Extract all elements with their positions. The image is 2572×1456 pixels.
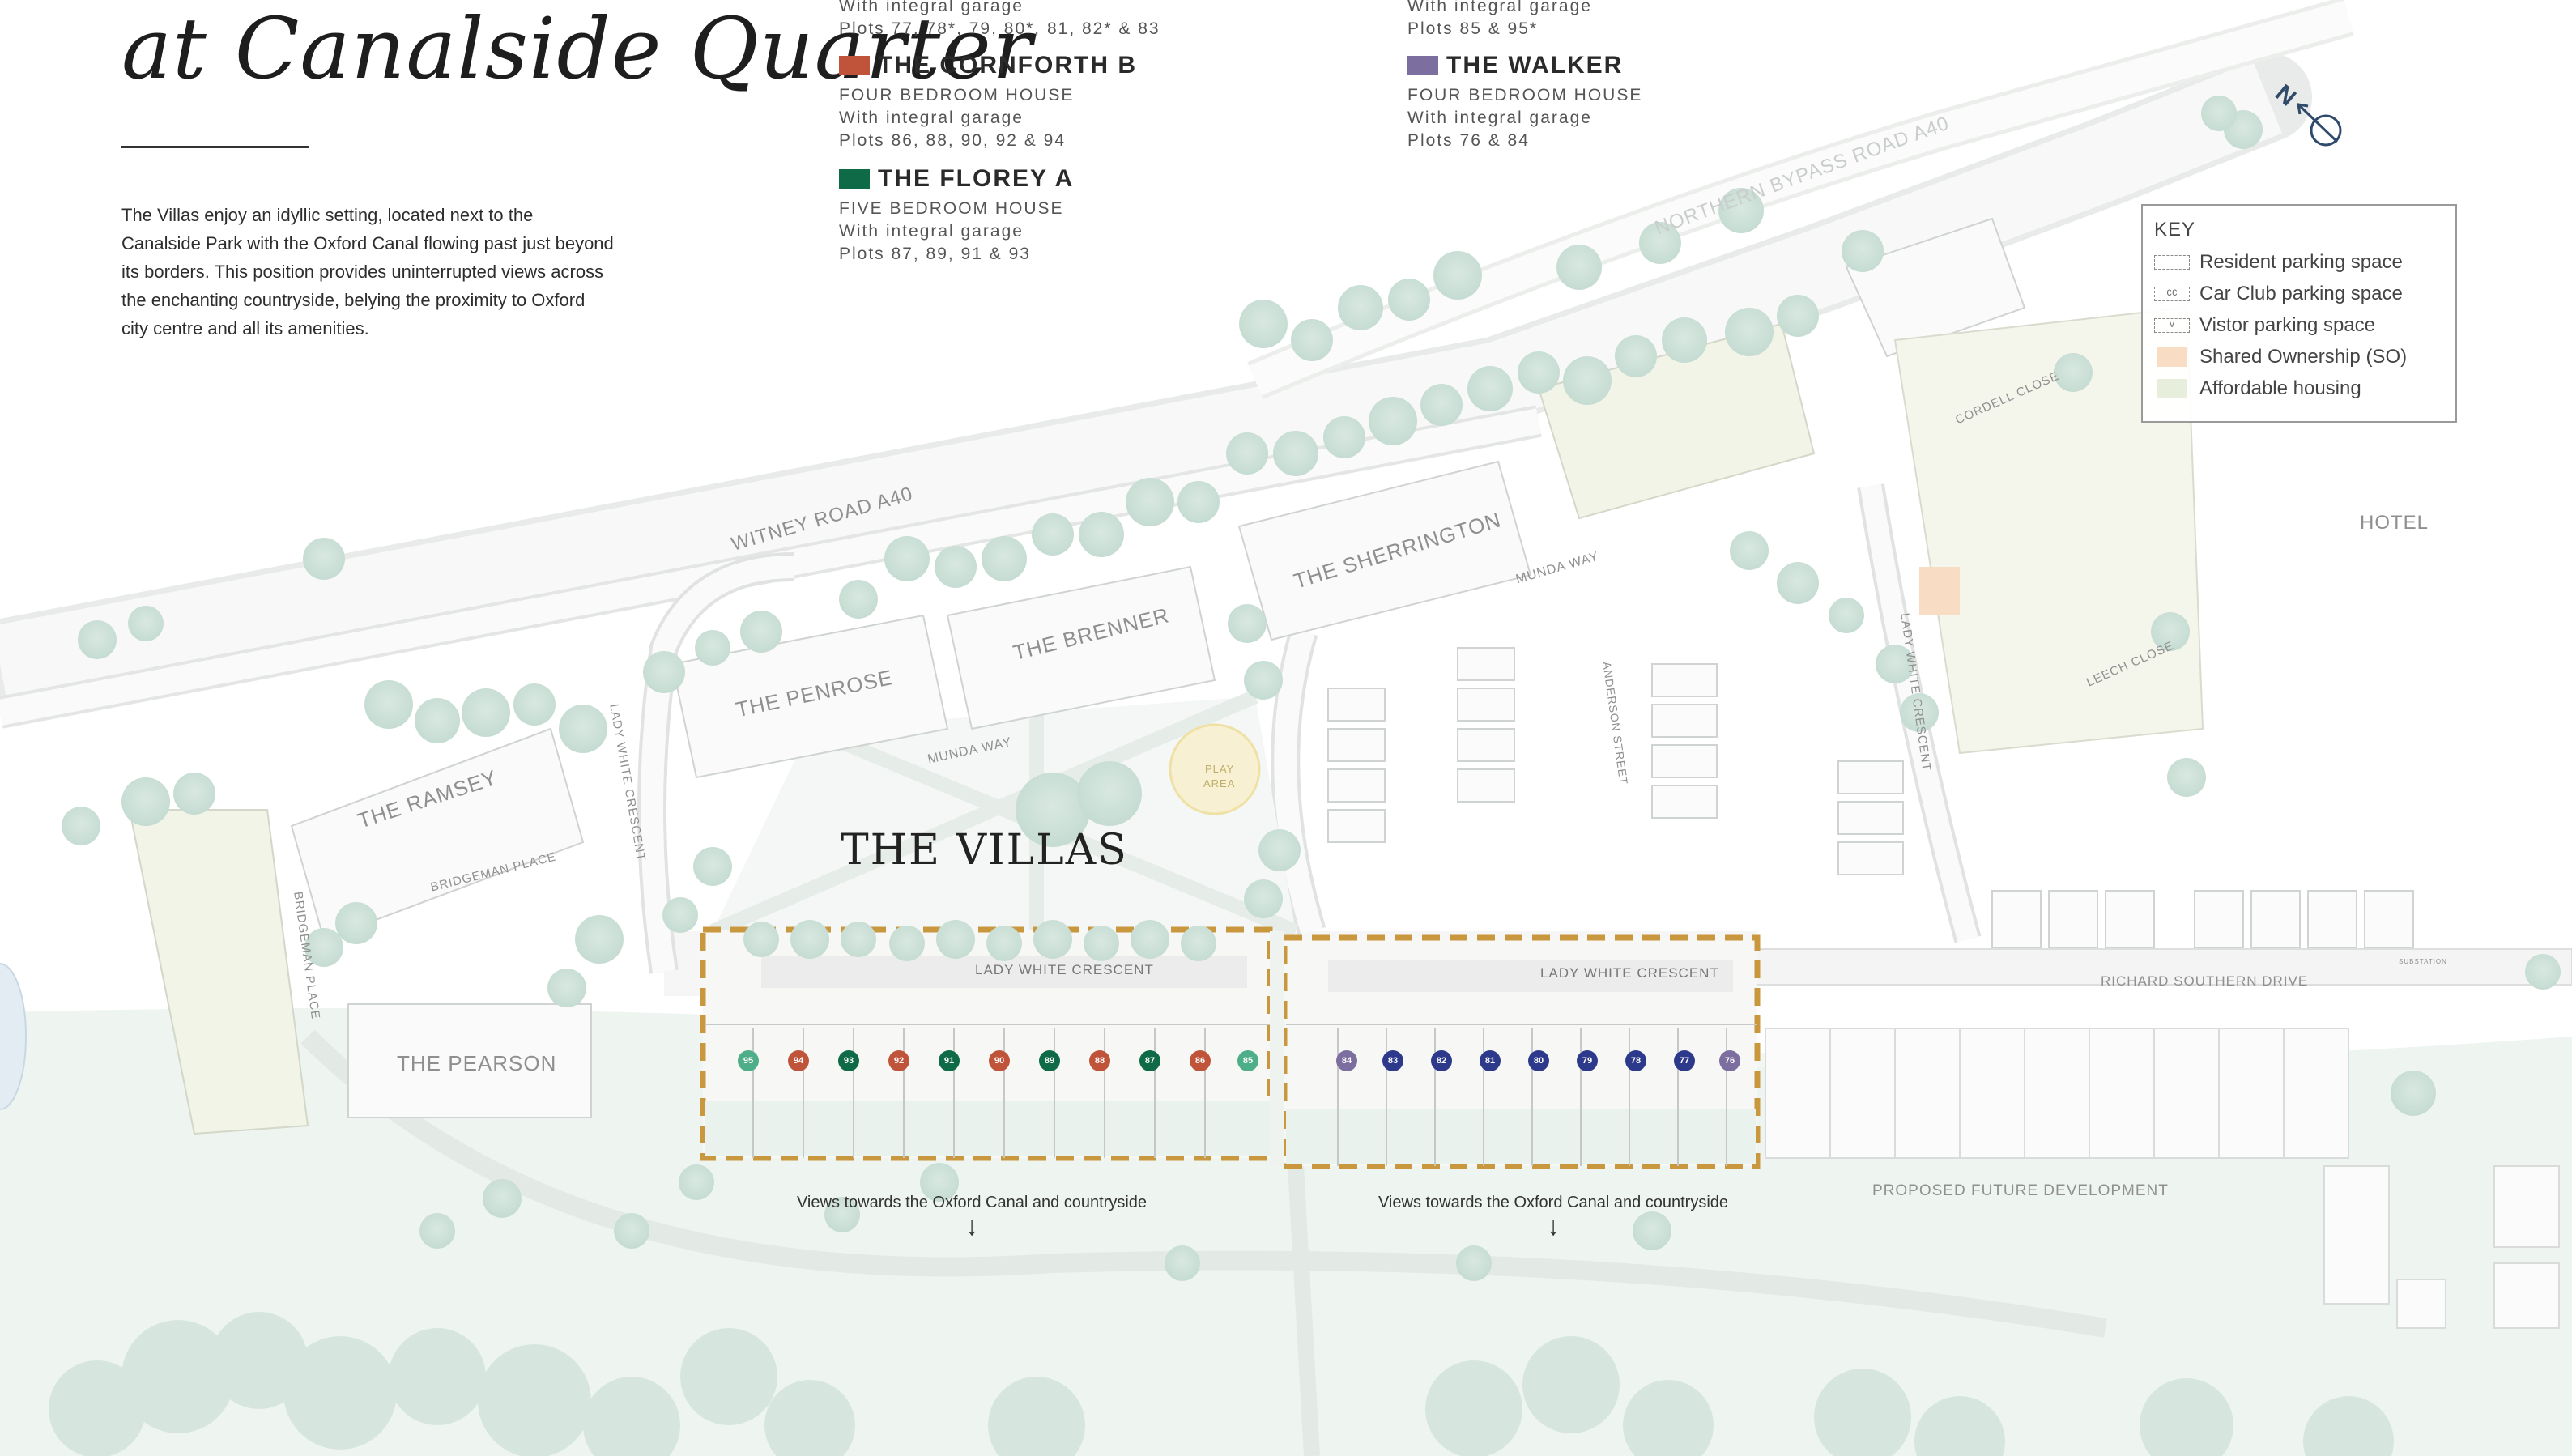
plot-marker-80[interactable]: 80: [1528, 1050, 1549, 1071]
north-arrow-icon: N: [2268, 77, 2357, 158]
plot-marker-77[interactable]: 77: [1674, 1050, 1695, 1071]
key-item-visitor-parking: V Vistor parking space: [2154, 309, 2444, 341]
plot-marker-78[interactable]: 78: [1625, 1050, 1646, 1071]
plot-marker-81[interactable]: 81: [1480, 1050, 1501, 1071]
shared-ownership-swatch: [2157, 347, 2187, 367]
substation-label: SUBSTATION: [2399, 958, 2447, 965]
key-label: Car Club parking space: [2199, 282, 2403, 304]
plot-marker-85[interactable]: 85: [1237, 1050, 1258, 1071]
road-label-richard-southern: RICHARD SOUTHERN DRIVE: [2101, 973, 2309, 989]
house-type-partial-left: With integral garage Plots 77, 78*, 79, …: [839, 0, 1160, 40]
affordable-housing-swatch: [2157, 378, 2187, 398]
house-garage: With integral garage: [1407, 0, 1592, 15]
plot-marker-86[interactable]: 86: [1190, 1050, 1211, 1071]
future-development-label: PROPOSED FUTURE DEVELOPMENT: [1872, 1182, 2169, 1199]
plot-marker-89[interactable]: 89: [1039, 1050, 1060, 1071]
building-label-pearson: THE PEARSON: [397, 1051, 557, 1075]
house-type-florey-a: THE FLOREY A FIVE BEDROOM HOUSE With int…: [839, 165, 1074, 266]
plot-marker-82[interactable]: 82: [1431, 1050, 1452, 1071]
plot-marker-88[interactable]: 88: [1089, 1050, 1110, 1071]
key-item-shared-ownership: Shared Ownership (SO): [2154, 341, 2444, 373]
house-name: THE WALKER: [1446, 52, 1624, 79]
house-color-swatch: [839, 169, 870, 189]
views-note-left: Views towards the Oxford Canal and count…: [761, 1194, 1182, 1240]
trees: [62, 96, 2561, 1281]
villas-outline: [700, 926, 1761, 1169]
key-item-resident-parking: Resident parking space: [2154, 246, 2444, 278]
house-garage: With integral garage: [1407, 109, 1592, 127]
building-label-hotel: HOTEL: [2360, 512, 2429, 534]
compass-letter: N: [2270, 79, 2301, 111]
house-name: THE CORNFORTH B: [878, 52, 1137, 79]
central-park: [709, 689, 1299, 939]
down-arrow-icon: ↓: [965, 1211, 978, 1241]
plot-marker-79[interactable]: 79: [1577, 1050, 1598, 1071]
visitor-parking-icon: V: [2154, 317, 2190, 333]
house-name: THE FLOREY A: [878, 165, 1075, 192]
plot-marker-84[interactable]: 84: [1336, 1050, 1357, 1071]
road-label-lady-white-right: LADY WHITE CRESCENT: [1540, 965, 1719, 981]
house-plots: Plots 87, 89, 91 & 93: [839, 245, 1031, 263]
plot-marker-94[interactable]: 94: [788, 1050, 809, 1071]
house-garage: With integral garage: [839, 222, 1024, 241]
plot-marker-90[interactable]: 90: [989, 1050, 1010, 1071]
house-plots: Plots 86, 88, 90, 92 & 94: [839, 131, 1066, 150]
road-label-lady-white-left: LADY WHITE CRESCENT: [975, 962, 1154, 977]
key-item-affordable-housing: Affordable housing: [2154, 373, 2444, 404]
key-label: Affordable housing: [2199, 377, 2361, 399]
play-area-label-2: AREA: [1203, 777, 1236, 790]
plot-marker-95[interactable]: 95: [738, 1050, 759, 1071]
key-title: KEY: [2154, 219, 2196, 241]
house-plots: Plots 77, 78*, 79, 80*, 81, 82* & 83: [839, 19, 1160, 38]
key-label: Vistor parking space: [2199, 313, 2376, 336]
house-type-walker: THE WALKER FOUR BEDROOM HOUSE With integ…: [1407, 52, 1642, 152]
villas-label: THE VILLAS: [841, 826, 1128, 875]
title-divider: [121, 146, 309, 148]
page-title: at Canalside Quarter: [121, 0, 1033, 98]
down-arrow-icon: ↓: [1547, 1211, 1560, 1241]
house-description: FIVE BEDROOM HOUSE: [839, 199, 1064, 218]
house-type-cornforth-b: THE CORNFORTH B FOUR BEDROOM HOUSE With …: [839, 52, 1137, 152]
plot-marker-83[interactable]: 83: [1382, 1050, 1403, 1071]
views-text: Views towards the Oxford Canal and count…: [796, 1194, 1148, 1211]
key-item-car-club: CC Car Club parking space: [2154, 278, 2444, 309]
plot-marker-93[interactable]: 93: [838, 1050, 859, 1071]
key-label: Resident parking space: [2199, 250, 2403, 273]
car-club-parking-icon: CC: [2154, 286, 2190, 301]
play-area-label-1: PLAY: [1205, 763, 1235, 775]
house-type-partial-right: With integral garage Plots 85 & 95*: [1407, 0, 1592, 40]
key-label: Shared Ownership (SO): [2199, 345, 2408, 368]
intro-paragraph: The Villas enjoy an idyllic setting, loc…: [121, 205, 614, 338]
house-color-swatch: [839, 56, 870, 75]
house-plots: Plots 85 & 95*: [1407, 19, 1539, 38]
plot-marker-91[interactable]: 91: [939, 1050, 960, 1071]
house-color-swatch: [1407, 56, 1438, 75]
house-description: FOUR BEDROOM HOUSE: [839, 86, 1075, 104]
views-note-right: Views towards the Oxford Canal and count…: [1343, 1194, 1764, 1240]
views-text: Views towards the Oxford Canal and count…: [1378, 1194, 1729, 1211]
house-garage: With integral garage: [839, 0, 1024, 15]
plot-marker-76[interactable]: 76: [1719, 1050, 1740, 1071]
plot-marker-87[interactable]: 87: [1139, 1050, 1160, 1071]
map-key: KEY Resident parking space CC Car Club p…: [2141, 204, 2457, 423]
house-description: FOUR BEDROOM HOUSE: [1407, 86, 1643, 104]
house-garage: With integral garage: [839, 109, 1024, 127]
house-plots: Plots 76 & 84: [1407, 131, 1530, 150]
resident-parking-icon: [2154, 254, 2190, 270]
plot-marker-92[interactable]: 92: [888, 1050, 909, 1071]
